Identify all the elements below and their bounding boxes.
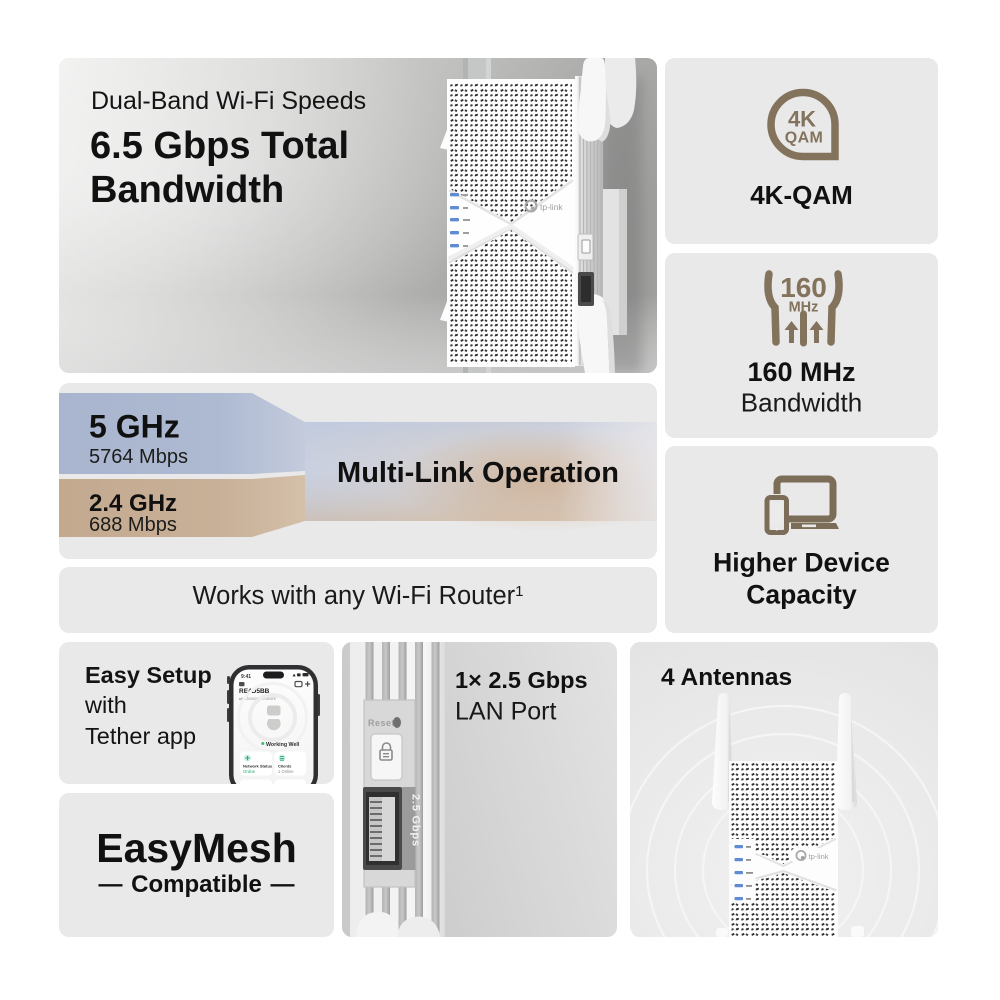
svg-text:LAN Port: LAN Port <box>455 698 556 726</box>
svg-text:Working Well: Working Well <box>266 742 300 748</box>
svg-text:Bandwidth: Bandwidth <box>741 388 862 418</box>
svg-text:9:41: 9:41 <box>241 674 251 680</box>
svg-text:tp-link: tp-link <box>809 852 829 861</box>
svg-text:160: 160 <box>780 272 827 303</box>
svg-text:160 MHz: 160 MHz <box>747 357 855 387</box>
svg-text:RE4D5BB: RE4D5BB <box>239 688 270 695</box>
svg-text:4 Antennas: 4 Antennas <box>661 664 792 691</box>
svg-text:Network Status: Network Status <box>243 764 273 769</box>
svg-text:5 GHz: 5 GHz <box>89 409 180 445</box>
svg-text:Online: Online <box>243 769 256 774</box>
svg-text:4K: 4K <box>788 107 816 132</box>
svg-text:QAM: QAM <box>785 130 824 147</box>
svg-text:1 Online: 1 Online <box>278 769 294 774</box>
svg-text:MHz: MHz <box>789 300 819 316</box>
svg-text:Higher Device: Higher Device <box>713 548 890 578</box>
svg-text:Reset: Reset <box>368 718 395 728</box>
svg-text:1× 2.5 Gbps: 1× 2.5 Gbps <box>455 667 588 693</box>
svg-text:Clients: Clients <box>278 764 292 769</box>
svg-text:4K-QAM: 4K-QAM <box>750 180 853 210</box>
svg-text:tp-link: tp-link <box>540 202 563 212</box>
svg-text:Capacity: Capacity <box>746 580 857 610</box>
svg-text:2.5 Gbps: 2.5 Gbps <box>410 794 422 847</box>
svg-text:688 Mbps: 688 Mbps <box>89 514 177 536</box>
svg-text:2.4 GHz: 2.4 GHz <box>89 490 177 517</box>
svg-text:5764 Mbps: 5764 Mbps <box>89 446 188 468</box>
svg-text:Multi-Link Operation: Multi-Link Operation <box>337 457 619 489</box>
